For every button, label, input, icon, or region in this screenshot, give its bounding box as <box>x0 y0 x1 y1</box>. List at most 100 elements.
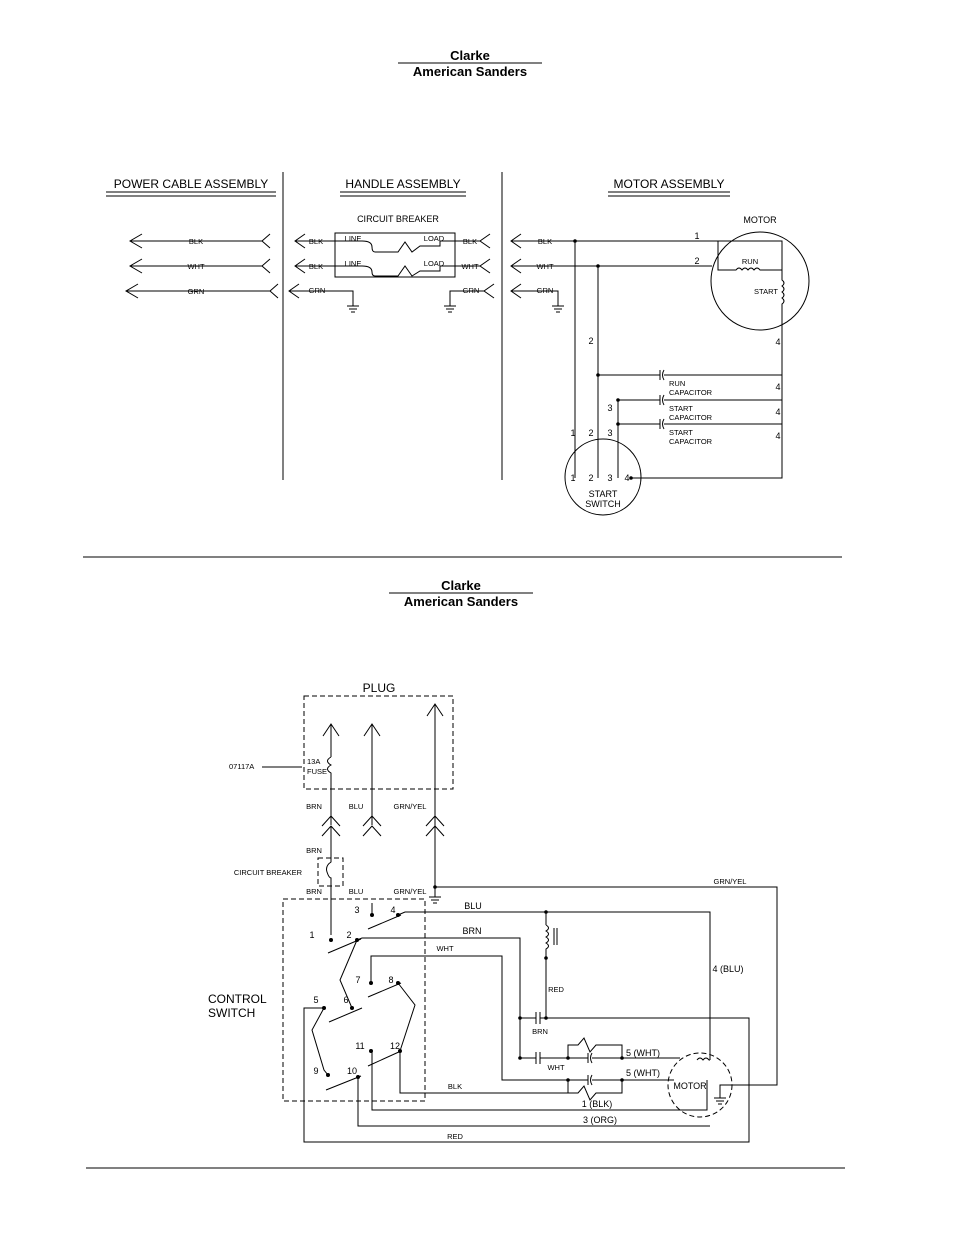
svg-text:5 (WHT): 5 (WHT) <box>626 1048 660 1058</box>
svg-text:BRN: BRN <box>306 846 322 855</box>
svg-text:GRN/YEL: GRN/YEL <box>714 877 747 886</box>
svg-text:12: 12 <box>390 1041 400 1051</box>
wire-label-wht: WHT <box>187 262 204 271</box>
part-number: 07117A <box>229 762 254 771</box>
motor-run-label: RUN <box>742 257 758 266</box>
section-motor: MOTOR ASSEMBLY <box>614 177 725 191</box>
svg-text:BLU: BLU <box>349 802 364 811</box>
svg-text:BRN: BRN <box>532 1027 548 1036</box>
wire-label-blk: BLK <box>189 237 203 246</box>
svg-text:CAPACITOR: CAPACITOR <box>669 388 713 397</box>
svg-text:BLK: BLK <box>309 237 323 246</box>
motor-circle <box>710 231 810 331</box>
svg-text:WHT: WHT <box>436 944 453 953</box>
section-handle: HANDLE ASSEMBLY <box>345 177 460 191</box>
svg-text:BRN: BRN <box>462 926 481 936</box>
handle-assembly: CIRCUIT BREAKER BLK BLK LINE LINE LOAD L… <box>288 214 495 313</box>
svg-text:GRN: GRN <box>537 286 554 295</box>
svg-text:2: 2 <box>588 473 593 483</box>
start-switch-circle <box>564 438 642 516</box>
svg-text:BLU: BLU <box>349 887 364 896</box>
svg-text:11: 11 <box>355 1041 364 1051</box>
ground-symbol <box>552 305 564 313</box>
svg-text:START: START <box>669 428 693 437</box>
switch-contacts <box>322 913 402 1091</box>
svg-text:1: 1 <box>570 473 575 483</box>
svg-text:BLK: BLK <box>463 237 477 246</box>
svg-text:4: 4 <box>624 473 629 483</box>
svg-text:3: 3 <box>607 428 612 438</box>
svg-text:CAPACITOR: CAPACITOR <box>669 413 713 422</box>
motor-assembly: BLK WHT GRN 1 2 MOTOR RUN START 4 4 4 4 … <box>510 215 810 516</box>
circuit-breaker-box <box>334 232 456 278</box>
control-switch-box <box>282 898 426 1102</box>
fuse-symbol <box>327 756 333 825</box>
svg-text:3: 3 <box>607 403 612 413</box>
ground-symbol <box>444 305 456 313</box>
svg-text:2: 2 <box>346 930 351 940</box>
svg-text:START: START <box>669 404 693 413</box>
svg-text:1: 1 <box>570 428 575 438</box>
svg-text:BLK: BLK <box>448 1082 462 1091</box>
svg-text:13A: 13A <box>307 757 320 766</box>
svg-text:BLK: BLK <box>538 237 552 246</box>
svg-text:1: 1 <box>694 231 699 241</box>
svg-text:2: 2 <box>588 336 593 346</box>
brand-logo-top: Clarke American Sanders <box>398 48 542 79</box>
lower-diagram: PLUG 13A FUSE 07117A BRN BLU GRN/YEL BRN… <box>208 681 778 1143</box>
svg-text:3 (ORG): 3 (ORG) <box>583 1115 617 1125</box>
brand-name-american-sanders: American Sanders <box>413 64 527 79</box>
svg-text:CAPACITOR: CAPACITOR <box>669 437 713 446</box>
svg-text:GRN: GRN <box>309 286 326 295</box>
svg-text:7: 7 <box>355 975 360 985</box>
svg-text:4: 4 <box>390 905 395 915</box>
svg-text:GRN: GRN <box>463 286 480 295</box>
svg-text:WHT: WHT <box>547 1063 564 1072</box>
lower-circuit-breaker-label: CIRCUIT BREAKER <box>234 868 303 877</box>
svg-text:American Sanders: American Sanders <box>404 594 518 609</box>
upper-diagram: POWER CABLE ASSEMBLY HANDLE ASSEMBLY MOT… <box>106 172 810 516</box>
svg-text:SWITCH: SWITCH <box>585 499 621 509</box>
wire-label-grn: GRN <box>188 287 205 296</box>
svg-text:SWITCH: SWITCH <box>208 1006 255 1020</box>
svg-text:2: 2 <box>588 428 593 438</box>
svg-text:LINE: LINE <box>345 259 362 268</box>
motor-label: MOTOR <box>743 215 777 225</box>
svg-text:5 (WHT): 5 (WHT) <box>626 1068 660 1078</box>
svg-text:4: 4 <box>775 382 780 392</box>
svg-text:LOAD: LOAD <box>424 259 445 268</box>
svg-text:Clarke: Clarke <box>441 578 481 593</box>
svg-text:5: 5 <box>313 995 318 1005</box>
svg-text:3: 3 <box>607 473 612 483</box>
plug-box <box>303 695 454 790</box>
svg-text:9: 9 <box>313 1066 318 1076</box>
svg-text:RUN: RUN <box>669 379 685 388</box>
svg-text:6: 6 <box>343 995 348 1005</box>
svg-text:1: 1 <box>309 930 314 940</box>
svg-text:BLK: BLK <box>309 262 323 271</box>
svg-text:4 (BLU): 4 (BLU) <box>712 964 743 974</box>
svg-text:10: 10 <box>347 1066 357 1076</box>
brand-name-clarke: Clarke <box>450 48 490 63</box>
cb-line-label: LINE <box>345 234 362 243</box>
svg-text:4: 4 <box>775 337 780 347</box>
ground-symbol <box>347 305 359 313</box>
control-switch-label: CONTROL <box>208 992 267 1006</box>
svg-text:GRN/YEL: GRN/YEL <box>394 887 427 896</box>
svg-text:BLU: BLU <box>464 901 482 911</box>
svg-text:2: 2 <box>694 256 699 266</box>
svg-text:3: 3 <box>354 905 359 915</box>
svg-text:WHT: WHT <box>536 262 553 271</box>
cb-load-label: LOAD <box>424 234 445 243</box>
section-power-cable: POWER CABLE ASSEMBLY <box>114 177 269 191</box>
svg-text:BRN: BRN <box>306 887 322 896</box>
power-cable-wires: BLK WHT GRN <box>125 233 279 299</box>
start-switch-label: START <box>589 489 618 499</box>
lower-coil <box>545 924 549 960</box>
plug-label: PLUG <box>363 681 396 695</box>
svg-text:8: 8 <box>388 975 393 985</box>
svg-text:BRN: BRN <box>306 802 322 811</box>
motor-start-label: START <box>754 287 778 296</box>
ground-symbol <box>714 1097 726 1105</box>
